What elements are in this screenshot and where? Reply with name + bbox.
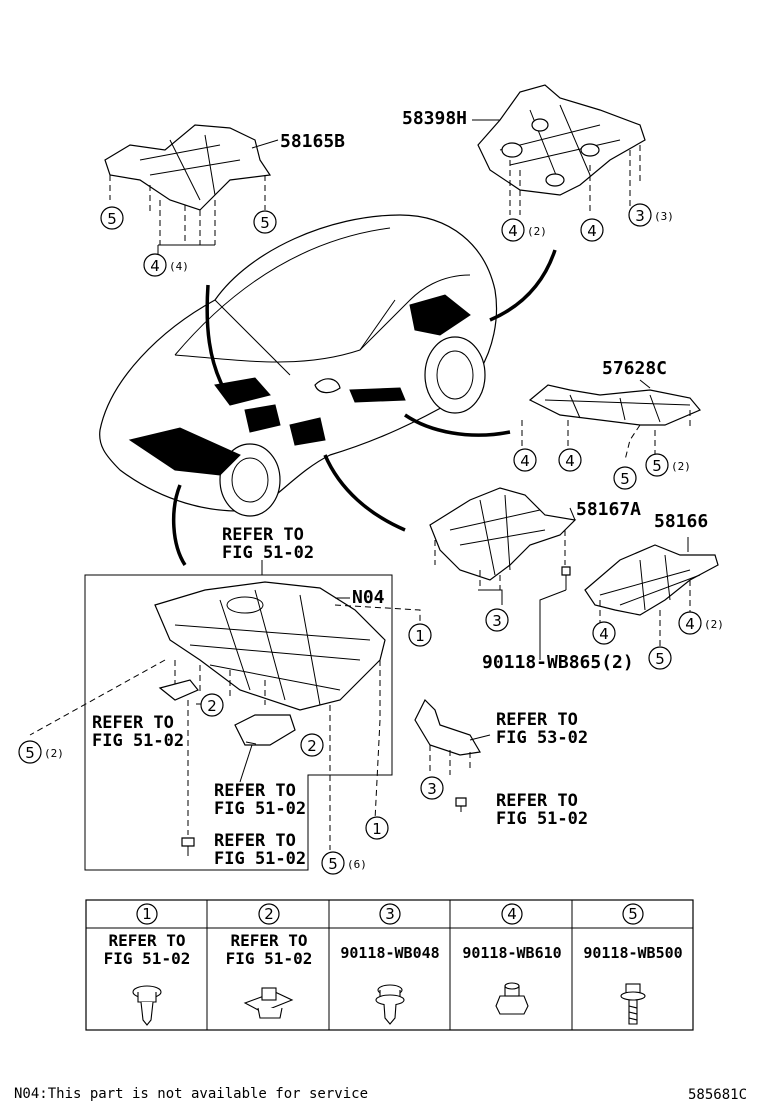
qty-2: (2): [44, 747, 64, 760]
part-57628C-drawing: [521, 379, 701, 461]
qty-2: (2): [704, 618, 724, 631]
table-cell: REFER TO: [108, 931, 185, 950]
footer-note: N04:This part is not available for servi…: [14, 1086, 368, 1102]
table-cell: 90118-WB048: [340, 944, 439, 962]
callout-3: 3: [635, 207, 645, 225]
fastener-legend-table: 1 2 3 4 5 REFER TO FIG 51-02 REFER TO FI…: [85, 899, 694, 1031]
refer-to-text: REFER TO: [496, 710, 578, 730]
callout-5: 5: [260, 214, 270, 232]
callout-2: 2: [207, 697, 217, 715]
part-number-58166: 58166: [654, 511, 708, 532]
callout-3: 3: [427, 780, 437, 798]
callout-4: 4: [685, 615, 695, 633]
refer-to-text: REFER TO: [214, 781, 296, 801]
refer-to-labels: REFER TO FIG 51-02 REFER TO FIG 51-02 RE…: [92, 525, 588, 869]
part-58167A-drawing: [429, 487, 577, 660]
table-cell: 90118-WB610: [462, 944, 561, 962]
qty-4: (4): [169, 260, 189, 273]
part-number-57628C: 57628C: [602, 358, 667, 379]
callout-5: 5: [107, 210, 117, 228]
refer-to-text: REFER TO: [222, 525, 304, 545]
fig-51-02-ref: FIG 51-02: [92, 731, 184, 751]
callout-circles: [18, 203, 702, 875]
table-cell: REFER TO: [230, 931, 307, 950]
qty-2: (2): [527, 225, 547, 238]
table-cell: FIG 51-02: [104, 949, 191, 968]
callout-numbers: 5 5 4 4 4 3 4 4 5 5 3 4 4 5 1 2 2 5 1 5 …: [25, 207, 695, 873]
refer-to-text: REFER TO: [92, 713, 174, 733]
table-header-5: 5: [628, 905, 638, 923]
callout-4: 4: [587, 222, 597, 240]
callout-5: 5: [655, 650, 665, 668]
callout-4: 4: [599, 625, 609, 643]
table-header-2: 2: [264, 905, 274, 923]
callout-4: 4: [520, 452, 530, 470]
callout-5: 5: [620, 470, 630, 488]
leader-curves: [171, 249, 557, 566]
callout-5: 5: [328, 855, 338, 873]
clip-icon: [132, 985, 162, 1026]
qty-3: (3): [654, 210, 674, 223]
table-cell: FIG 51-02: [226, 949, 313, 968]
callout-1: 1: [372, 820, 382, 838]
flange-bolt-icon: [620, 983, 646, 1025]
table-header-1: 1: [142, 905, 152, 923]
quantity-labels: (4) (2) (3) (2) (2) (2) (6): [44, 210, 724, 871]
fig-51-02-ref: FIG 51-02: [214, 849, 306, 869]
fig-53-02-ref: FIG 53-02: [496, 728, 588, 748]
part-number-N04: N04: [352, 587, 385, 608]
qty-2: (2): [671, 460, 691, 473]
refer-to-text: REFER TO: [496, 791, 578, 811]
part-58165B-drawing: [104, 124, 279, 260]
callout-5: 5: [25, 744, 35, 762]
part-number-58398H: 58398H: [402, 108, 467, 129]
callout-1: 1: [415, 627, 425, 645]
part-58398H-drawing: [472, 84, 646, 215]
drawing-id: 585681C: [688, 1087, 747, 1103]
callout-4: 4: [565, 452, 575, 470]
callout-5: 5: [652, 457, 662, 475]
table-header-4: 4: [507, 905, 517, 923]
part-58166-drawing: [584, 537, 719, 648]
part-number-labels: 58165B 58398H 57628C 58167A 58166 N04 90…: [280, 108, 708, 673]
car-body-illustration: [99, 214, 498, 517]
part-number-58167A: 58167A: [576, 499, 641, 520]
n04-detail-box: [29, 560, 421, 871]
push-rivet-icon: [375, 984, 405, 1025]
bracket-fig53-drawing: [414, 698, 491, 812]
fig-51-02-ref: FIG 51-02: [496, 809, 588, 829]
nut-clip-icon: [243, 987, 294, 1019]
bolt-number-90118-WB865: 90118-WB865(2): [482, 652, 634, 673]
fig-51-02-ref: FIG 51-02: [214, 799, 306, 819]
table-header-3: 3: [385, 905, 395, 923]
callout-3: 3: [492, 612, 502, 630]
part-number-58165B: 58165B: [280, 131, 345, 152]
fig-51-02-ref: FIG 51-02: [222, 543, 314, 563]
qty-6: (6): [347, 858, 367, 871]
hex-nut-icon: [495, 982, 529, 1015]
callout-2: 2: [307, 737, 317, 755]
callout-4: 4: [150, 257, 160, 275]
table-cell: 90118-WB500: [583, 944, 682, 962]
callout-4: 4: [508, 222, 518, 240]
refer-to-text: REFER TO: [214, 831, 296, 851]
